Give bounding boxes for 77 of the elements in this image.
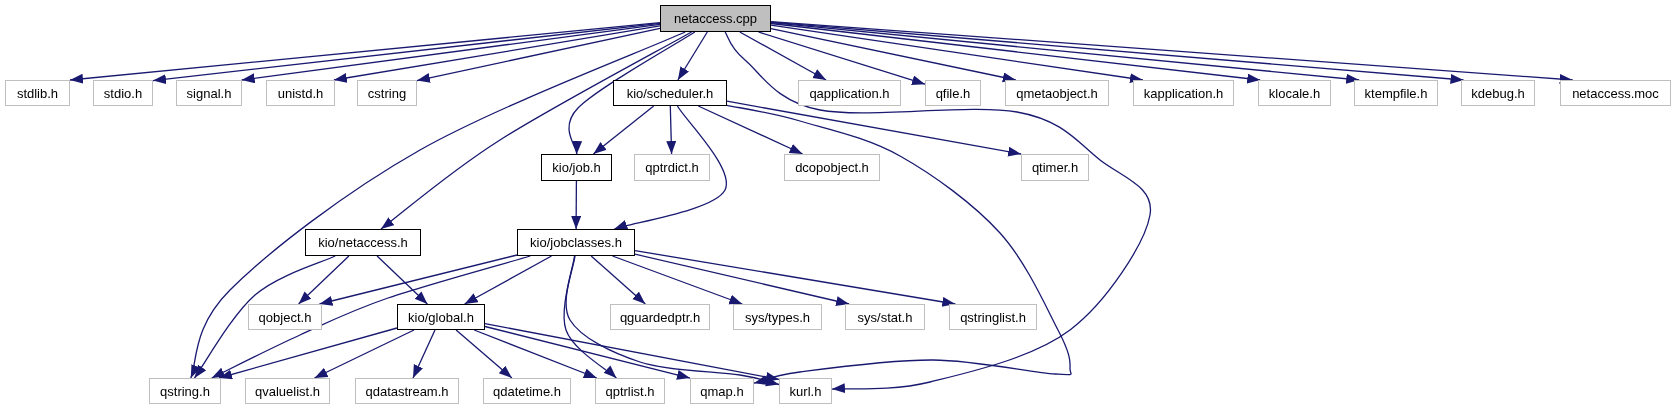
include-arrow xyxy=(770,24,1144,84)
file-box: kio/job.h xyxy=(541,154,612,181)
file-box: qdatastream.h xyxy=(355,378,459,404)
file-box: unistd.h xyxy=(266,80,335,106)
file-box: kdebug.h xyxy=(1461,80,1535,106)
file-box: qdatetime.h xyxy=(483,378,571,404)
include-arrow xyxy=(193,255,336,379)
file-box: qobject.h xyxy=(248,304,322,330)
include-arrow xyxy=(484,322,780,382)
include-arrow xyxy=(69,22,661,84)
file-box: kapplication.h xyxy=(1133,80,1234,106)
include-arrow xyxy=(592,105,655,155)
include-arrow xyxy=(241,23,661,84)
file-box: sys/stat.h xyxy=(845,304,925,330)
include-arrow xyxy=(634,253,850,306)
include-arrow xyxy=(313,329,415,379)
include-arrow xyxy=(455,329,513,379)
include-arrow xyxy=(611,255,743,305)
include-arrow xyxy=(571,180,582,230)
include-arrow xyxy=(757,31,926,86)
file-box: stdlib.h xyxy=(5,80,70,106)
include-arrow xyxy=(590,255,646,305)
file-box: qapplication.h xyxy=(798,80,901,106)
file-box: signal.h xyxy=(176,80,242,106)
file-box: netaccess.moc xyxy=(1560,80,1671,106)
include-arrow xyxy=(677,31,708,81)
file-box: qmetaobject.h xyxy=(1005,80,1109,106)
include-arrow xyxy=(770,22,1360,84)
file-box: qguardedptr.h xyxy=(610,304,710,330)
include-arrow xyxy=(190,31,686,379)
include-arrow xyxy=(376,255,429,305)
include-arrow xyxy=(473,329,598,379)
include-arrow xyxy=(739,31,827,81)
file-box: qstringlist.h xyxy=(949,304,1037,330)
file-box: qtimer.h xyxy=(1021,154,1089,181)
include-arrow xyxy=(297,255,350,305)
include-arrow xyxy=(770,21,1465,84)
include-arrow xyxy=(416,27,661,83)
file-box: kio/jobclasses.h xyxy=(517,229,635,256)
include-arrow xyxy=(613,105,728,231)
include-arrow xyxy=(333,25,661,83)
file-box: kio/netaccess.h xyxy=(305,229,421,256)
include-arrow xyxy=(726,100,1022,157)
file-box: stdio.h xyxy=(93,80,153,106)
file-box: kio/scheduler.h xyxy=(613,80,727,106)
include-arrow xyxy=(634,249,956,307)
include-arrow xyxy=(568,31,696,155)
file-box: dcopobject.h xyxy=(784,154,880,181)
include-arrow xyxy=(152,22,661,85)
file-box: qptrlist.h xyxy=(595,378,665,404)
include-arrow xyxy=(484,325,691,380)
include-arrow xyxy=(770,22,1261,84)
include-arrow xyxy=(463,255,553,305)
file-box: qvaluelist.h xyxy=(245,378,330,404)
include-arrow xyxy=(666,105,677,155)
include-arrow xyxy=(380,31,693,230)
file-box: qfile.h xyxy=(925,80,981,106)
include-arrow xyxy=(565,255,780,386)
include-arrow xyxy=(563,255,618,379)
file-box: qptrdict.h xyxy=(634,154,710,181)
include-arrow xyxy=(724,31,1152,394)
include-arrow xyxy=(211,255,531,379)
include-arrow xyxy=(770,27,1017,83)
include-arrow xyxy=(726,104,1072,385)
file-box: kurl.h xyxy=(779,378,832,404)
file-box: netaccess.cpp xyxy=(660,5,771,32)
include-arrow xyxy=(412,329,436,379)
file-box: qmap.h xyxy=(690,378,754,404)
file-box: klocale.h xyxy=(1258,80,1331,106)
file-box: sys/types.h xyxy=(733,304,822,330)
include-arrow xyxy=(218,327,398,380)
file-box: ktempfile.h xyxy=(1354,80,1438,106)
include-arrow xyxy=(318,254,518,306)
file-box: kio/global.h xyxy=(397,304,485,330)
file-box: qstring.h xyxy=(149,378,221,404)
include-arrow xyxy=(697,105,804,155)
file-box: cstring xyxy=(357,80,417,106)
